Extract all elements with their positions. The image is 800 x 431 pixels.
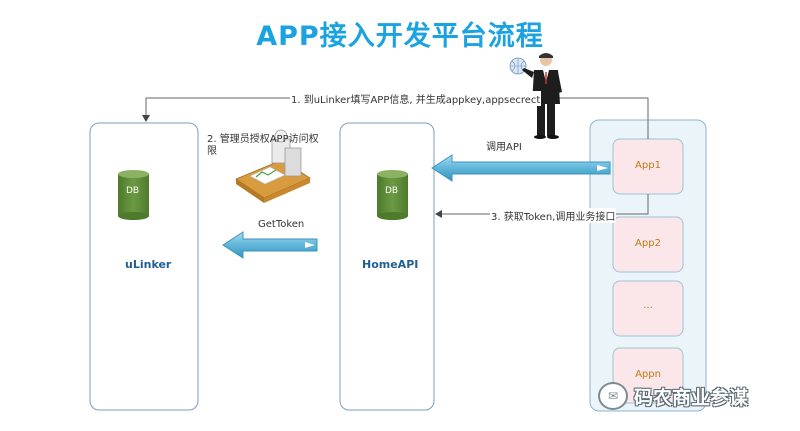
step3-label: 3. 获取Token,调用业务接口 [490, 208, 617, 223]
app-label-2: App2 [635, 238, 661, 249]
get-token-arrow [222, 231, 318, 259]
homeapi-box [339, 122, 435, 411]
step1-label: 1. 到uLinker填写APP信息, 并生成appkey,appsecrect [290, 91, 542, 106]
homeapi-label: HomeAPI [362, 258, 419, 271]
app-box-2 [612, 216, 684, 273]
ulinker-db-icon [118, 170, 149, 220]
app-label-1: App1 [635, 160, 661, 171]
watermark-text: 码农商业参谋 [634, 386, 749, 409]
businessman-icon [509, 53, 562, 139]
app-label-n: Appn [635, 369, 661, 380]
homeapi-db-icon [377, 170, 408, 220]
ulinker-label: uLinker [125, 258, 172, 271]
wechat-icon: ✉ [598, 382, 628, 410]
call-api-arrow [431, 154, 611, 182]
app-label-3: ... [643, 300, 653, 311]
step2-label-line1: 2. 管理员授权APP访问权 [207, 134, 319, 145]
admin-desk-icon [235, 129, 311, 203]
page-title: APP接入开发平台流程 [256, 21, 544, 52]
get-token-label: GetToken [258, 219, 305, 230]
ulinker-box [89, 122, 199, 411]
app-box-3 [612, 280, 684, 337]
ulinker-db-label: DB [126, 186, 140, 196]
step2-label-line2: 限 [207, 146, 217, 157]
app-box-n [612, 347, 684, 404]
watermark: ✉ 码农商业参谋 [598, 382, 748, 410]
call-api-label: 调用API [486, 142, 522, 153]
homeapi-db-label: DB [385, 186, 399, 196]
